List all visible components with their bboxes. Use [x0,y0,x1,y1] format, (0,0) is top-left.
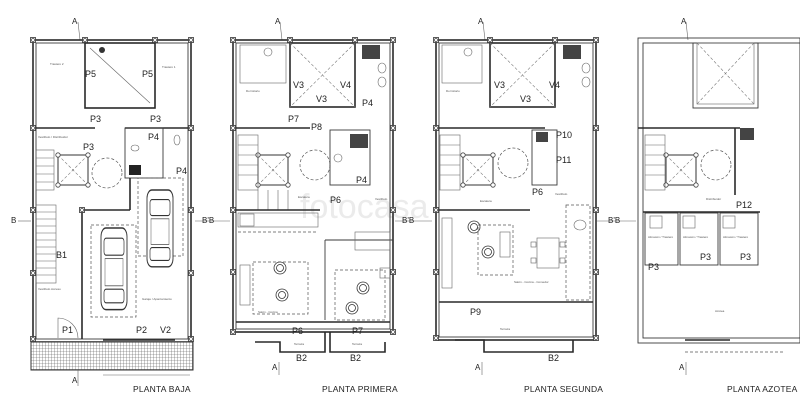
section-marker-a-bottom: A [72,376,78,385]
plan-title-planta-segunda: PLANTA SEGUNDA [524,384,603,394]
room-salon-primera-a: Salón - Cocina [258,310,278,314]
section-marker-a-azotea-bottom: A [679,363,685,372]
label-p3-c: P3 [83,142,94,152]
room-dormitorio-segunda: Dormitorio [446,89,460,93]
room-vestibulo-acceso: Vestíbulo Acceso [38,287,61,291]
label-v3-b: V3 [316,94,327,104]
section-marker-a-azotea: A [681,17,687,26]
plan-planta-segunda: B'B A V3 V4 V3 Dormitorio P10 P11 P6 Esc… [395,17,603,394]
label-p9: P9 [470,307,481,317]
label-p7-terraza: P7 [352,326,363,336]
section-marker-a: A [72,17,78,26]
room-almacen-1: Almacén / Trastero [648,235,674,239]
plan-title-planta-azotea: PLANTA AZOTEA [727,384,798,394]
room-salon-segunda: Salón - Cocina - Comedor [514,280,549,284]
label-v4-seg: V4 [549,80,560,90]
label-v4: V4 [340,80,351,90]
label-p5-left: P5 [85,69,96,79]
room-almacen-3: Almacén / Trastero [723,235,749,239]
section-marker-b-prime-1: B'B [202,216,214,225]
label-p3-azotea-a: P3 [648,262,659,272]
label-p10: P10 [556,130,572,140]
label-p6-primera: P6 [330,195,341,205]
sidewalk-hatch [30,341,194,371]
room-almacen-2: Almacén / Trastero [683,235,709,239]
label-b2-segunda: B2 [548,353,559,363]
label-p4-primera-a: P4 [362,98,373,108]
room-trastero-1: Trastero 1 [162,65,176,69]
section-marker-b-prime-2: B'B [402,216,414,225]
room-distribuidor-azotea: Distribuidor [706,197,721,201]
label-p1: P1 [62,325,73,335]
label-p3-a: P3 [90,114,101,124]
section-marker-a-primera-bottom: A [272,363,278,372]
label-p11: P11 [556,155,571,165]
label-b2-b: B2 [350,353,361,363]
section-marker-b-prime-3: B'B [608,216,620,225]
label-b2-a: B2 [296,353,307,363]
plan-planta-primera: B'B A V3 V4 V3 Dormitorio P4 P7 P8 [195,17,398,394]
label-v2: V2 [160,325,171,335]
label-p5-right: P5 [142,69,153,79]
stair-treads [35,149,57,284]
section-marker-a-segunda: A [478,17,484,26]
label-p4-a: P4 [148,132,159,142]
room-escalera-primera: Escalera [298,195,310,199]
label-p8: P8 [311,122,322,132]
label-p2: P2 [136,325,147,335]
room-dormitorio-primera: Dormitorio [246,89,260,93]
label-p6-terraza: P6 [292,326,303,336]
plan-title-planta-primera: PLANTA PRIMERA [322,384,398,394]
room-azotea: Azotea [715,309,725,313]
label-p7-a: P7 [288,114,299,124]
label-p4-b: P4 [176,166,187,176]
label-p3-azotea-c: P3 [740,252,751,262]
room-terraza-segunda: Terraza [500,327,510,331]
room-terraza-a: Terraza [294,342,304,346]
label-v3-a: V3 [293,80,304,90]
plan-planta-baja: A P5 P5 P3 P3 Trastero 2 Trastero 1 P3 V… [11,17,194,394]
label-p3-azotea-b: P3 [700,252,711,262]
plan-title-planta-baja: PLANTA BAJA [133,384,191,394]
section-marker-a-segunda-bottom: A [475,363,481,372]
label-v3-seg-b: V3 [520,94,531,104]
room-vestibulo-segunda: Vestíbulo [555,192,568,196]
plan-planta-azotea: B'B A Distribuidor P12 Almacén / Traster… [597,17,800,394]
section-marker-b-left: B [11,216,16,225]
label-p4-primera-b: P4 [356,175,367,185]
label-b1: B1 [56,250,67,260]
label-v3-seg-a: V3 [494,80,505,90]
room-vestibulo-primera: Vestíbulo [375,197,388,201]
label-p3-b: P3 [150,114,161,124]
label-p6-segunda: P6 [532,187,543,197]
room-garaje: Garaje / Aparcamiento [142,297,172,301]
room-terraza-b: Terraza [352,342,362,346]
room-trastero-2: Trastero 2 [50,62,64,66]
room-vestibulo: Vestíbulo / Distribuidor [38,135,68,139]
watermark: fotocasa [300,188,429,226]
room-escalera-segunda: Escalera [480,199,492,203]
section-marker-a-primera: A [275,17,281,26]
label-p12: P12 [736,200,752,210]
